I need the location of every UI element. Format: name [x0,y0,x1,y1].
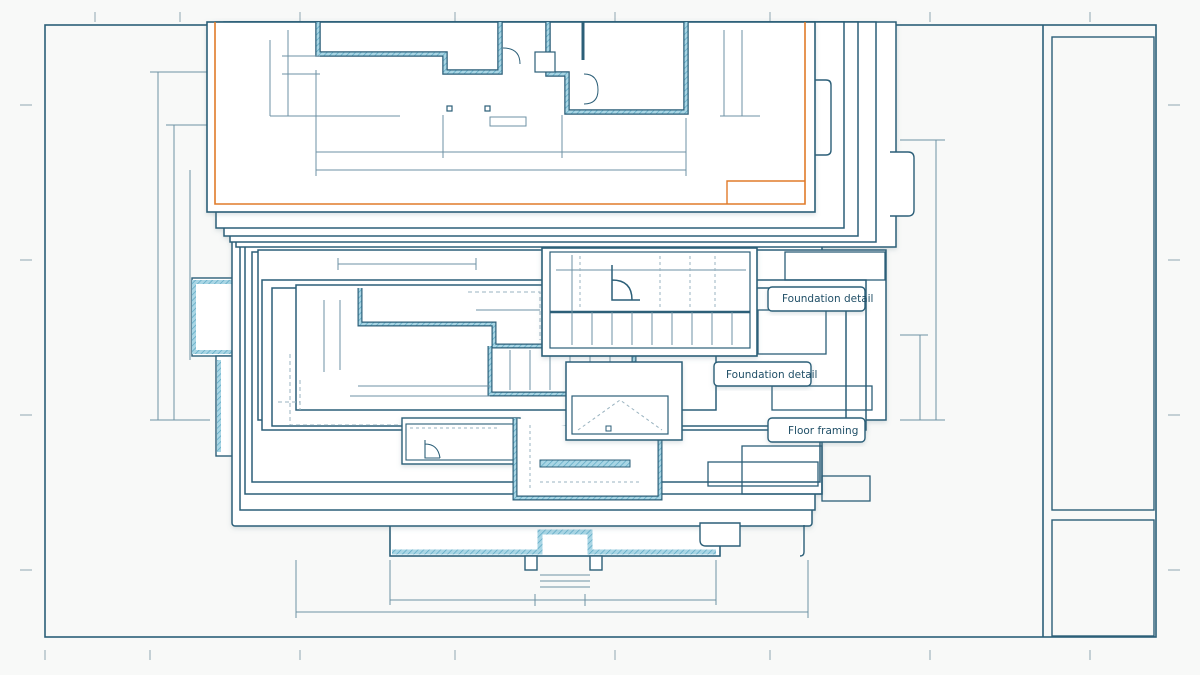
detail-plan [565,361,683,441]
framing-plan [541,247,758,357]
top-sheet [206,21,816,213]
tab-foundation-detail-middle: Foundation detail [713,361,817,387]
tab-foundation-detail-top-label: Foundation detail [782,293,873,305]
right-dimensions [900,139,945,421]
stack-side-lines [707,251,886,502]
tab-foundation-detail-top: Foundation detail [767,286,873,312]
tab-foundation-detail-middle-label: Foundation detail [726,369,817,381]
tab-floor-framing: Floor framing [767,417,866,443]
sheet-tabs-shapes [699,79,915,557]
left-dimensions [150,71,210,421]
highlight-outline [214,22,806,205]
tab-floor-framing-label: Floor framing [788,425,858,437]
title-block [1051,36,1155,637]
ruler-ticks [20,12,1180,660]
